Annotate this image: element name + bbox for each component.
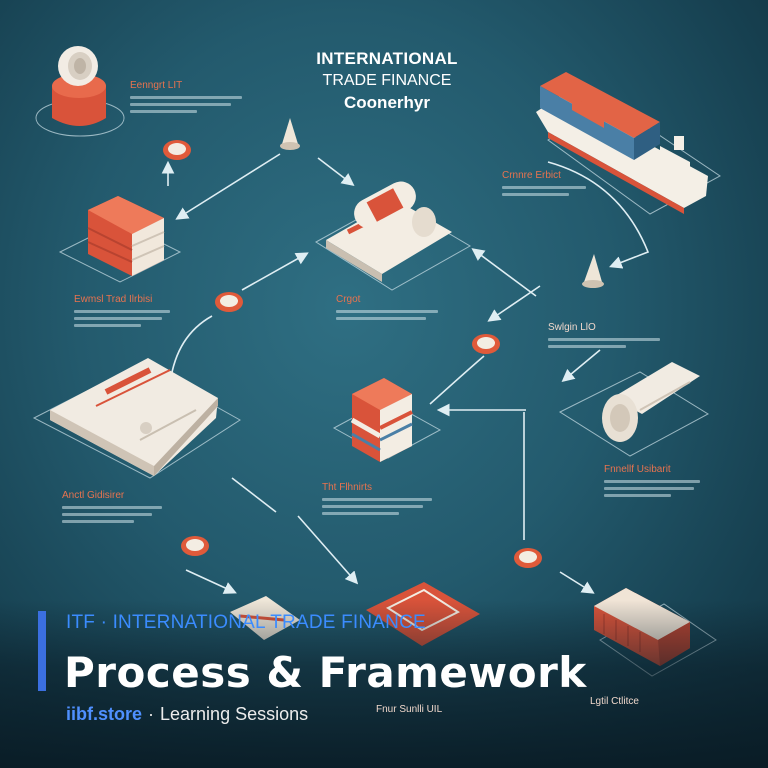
- document-scroll-icon: [602, 362, 700, 442]
- site-link[interactable]: iibf.store: [66, 704, 143, 724]
- banner-title: Process & Framework: [64, 648, 587, 697]
- banner-footer: iibf.store·Learning Sessions: [66, 704, 308, 725]
- title-banner: [0, 600, 768, 768]
- footer-separator: ·: [148, 704, 155, 724]
- label-roll-right: Fnnellf Usibarit: [604, 464, 671, 475]
- sessions-label: Learning Sessions: [160, 704, 309, 724]
- connector-arrows: [161, 153, 650, 594]
- label-scroll-right: Swlgin LlO: [548, 322, 596, 333]
- coin-badge-icon: [472, 334, 500, 354]
- invoice-card-icon: [50, 358, 218, 476]
- text-lines: [336, 306, 438, 320]
- cargo-crates-icon: [350, 378, 413, 462]
- coin-badge-icon: [163, 140, 191, 160]
- label-bottom-right: Lgtil Ctlitce: [590, 696, 639, 707]
- goods-stack-icon: [87, 196, 165, 276]
- diagram-heading: INTERNATIONAL TRADE FINANCE Coonerhyr: [292, 48, 482, 114]
- text-lines: [62, 502, 162, 523]
- label-document-center: Crgot: [336, 294, 361, 305]
- coin-badge-icon: [514, 548, 542, 568]
- heading-line-3: Coonerhyr: [344, 93, 430, 112]
- label-top-left: Eenngrt LIT: [130, 80, 183, 91]
- text-lines: [130, 92, 242, 113]
- label-stack-left: Ewmsl Trad Ilrbisi: [74, 294, 153, 305]
- heading-line-2: TRADE FINANCE: [322, 72, 452, 89]
- text-lines: [548, 334, 660, 348]
- label-card-left: Anctl Gidisirer: [62, 490, 125, 501]
- banner-subtitle: ITF · INTERNATIONAL TRADE FINANCE: [66, 612, 426, 633]
- text-lines: [322, 494, 432, 515]
- label-cargo-ship: Crnnre Erbict: [502, 170, 561, 181]
- text-lines: [502, 182, 586, 196]
- label-cubes-center: Tht Flhnirts: [322, 482, 373, 493]
- text-lines: [74, 306, 170, 327]
- text-lines: [604, 476, 700, 497]
- coin-badge-icon: [215, 292, 243, 312]
- currency-stack-icon: [52, 46, 106, 126]
- coin-badge-icon: [181, 536, 209, 556]
- cargo-ship-icon: [536, 72, 708, 214]
- heading-line-1: INTERNATIONAL: [316, 49, 458, 68]
- label-bottom-center: Fnur Sunlli UIL: [376, 704, 443, 715]
- coin-badges: [163, 140, 542, 568]
- letter-of-credit-icon: [326, 181, 452, 282]
- marker-cone-icon: [280, 118, 604, 288]
- accent-bar: [38, 611, 46, 691]
